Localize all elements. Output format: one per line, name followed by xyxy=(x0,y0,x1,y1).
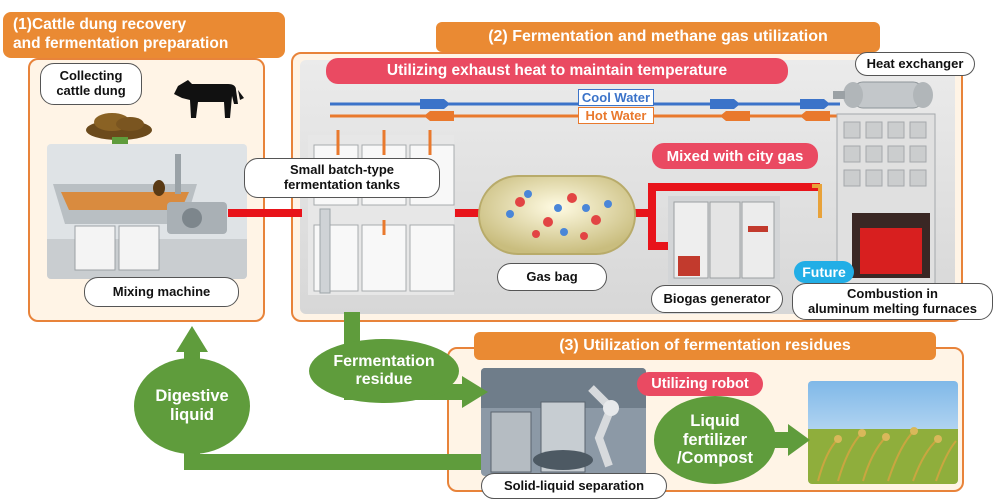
section2-title: (2) Fermentation and methane gas utiliza… xyxy=(436,22,880,52)
biogas-generator-label: Biogas generator xyxy=(651,285,783,313)
combustion-line2: aluminum melting furnaces xyxy=(807,300,978,316)
exhaust-heat-label: Utilizing exhaust heat to maintain tempe… xyxy=(326,58,788,84)
heat-exchanger-label: Heat exchanger xyxy=(855,52,975,76)
separation-label: Solid-liquid separation xyxy=(481,473,667,499)
mixing-machine-label: Mixing machine xyxy=(84,277,239,307)
digestive-line1: Digestive xyxy=(155,387,229,406)
residue-arrow-head xyxy=(462,376,488,408)
section3-title: (3) Utilization of fermentation residues xyxy=(474,332,936,360)
section1-title: (1)Cattle dung recovery and fermentation… xyxy=(3,12,285,58)
fertilizer-line1: Liquid xyxy=(690,411,740,430)
fertilizer-line2: fertilizer xyxy=(682,430,748,449)
hot-water-label: Hot Water xyxy=(578,107,654,124)
generator-feed-pipe xyxy=(648,213,672,250)
fertilizer-line3: /Compost xyxy=(676,449,754,468)
digestive-arrow-head xyxy=(176,326,208,352)
combustion-label: Combustion in aluminum melting furnaces xyxy=(792,283,993,320)
gas-bag-image xyxy=(478,175,636,255)
city-gas-pipe xyxy=(630,183,820,217)
mixing-machine-image xyxy=(47,144,247,279)
digestive-liquid-label: Digestive liquid xyxy=(134,358,250,454)
collecting-line1: Collecting xyxy=(59,68,123,84)
tanks-line2: fermentation tanks xyxy=(283,177,401,192)
fertilizer-compost-label: Liquid fertilizer /Compost xyxy=(654,396,776,484)
biogas-generator-image xyxy=(668,196,780,284)
cool-water-label: Cool Water xyxy=(578,89,654,106)
collecting-dung-label: Collecting cattle dung xyxy=(40,63,142,105)
combustion-line1: Combustion in xyxy=(847,285,938,301)
digestive-line2: liquid xyxy=(170,406,214,424)
utilizing-robot-label: Utilizing robot xyxy=(637,372,763,396)
future-label: Future xyxy=(794,261,854,283)
gas-bag-label: Gas bag xyxy=(497,263,607,291)
cow-icon xyxy=(174,80,244,118)
fermentation-residue-label: Fermentation residue xyxy=(309,339,459,403)
rice-field-image xyxy=(808,381,958,484)
dung-pile-icon xyxy=(86,113,152,140)
tanks-line1: Small batch-type xyxy=(289,162,395,178)
heat-exchanger-image xyxy=(833,81,933,109)
fertilizer-arrow-head xyxy=(788,424,810,456)
melting-furnace-image xyxy=(812,113,936,285)
section1-title-line2: and fermentation preparation xyxy=(13,35,229,52)
section1-title-line1: (1)Cattle dung recovery xyxy=(13,16,187,34)
residue-line1: Fermentation xyxy=(333,352,435,370)
city-gas-label: Mixed with city gas xyxy=(652,143,818,169)
collecting-line2: cattle dung xyxy=(56,83,126,98)
separation-robot-image xyxy=(481,368,646,476)
residue-line2: residue xyxy=(355,371,413,388)
fermentation-tanks-label: Small batch-type fermentation tanks xyxy=(244,158,440,198)
